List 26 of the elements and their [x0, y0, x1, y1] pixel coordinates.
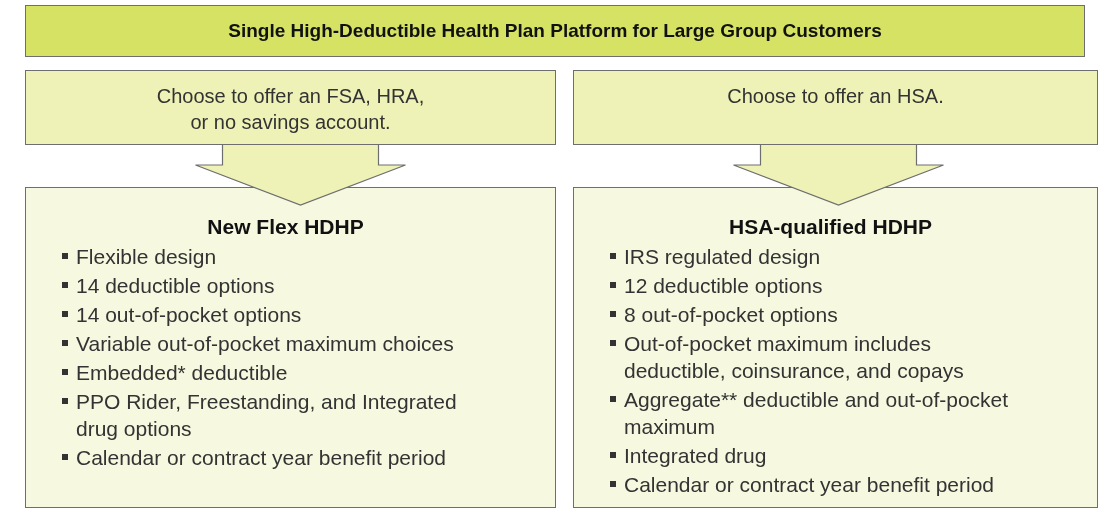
option-box: [573, 70, 1098, 145]
bullet-text: 14 out-of-pocket options: [76, 302, 302, 328]
bullet-text: Embedded* deductible: [76, 360, 288, 386]
bullet-text: 12 deductible options: [624, 273, 823, 299]
bullet-text: PPO Rider, Freestanding, and Integrated drug options: [76, 389, 458, 442]
block-arrow: [194, 144, 407, 206]
bullet-text: Flexible design: [76, 244, 217, 270]
title-text: Single High-Deductible Health Plan Platform for Large Group Customers: [228, 18, 882, 43]
block-arrow: [732, 144, 945, 206]
plan-box: [25, 187, 556, 508]
bullet-text: Out-of-pocket maximum includes deductible, coinsurance, and copays: [624, 331, 965, 384]
bullet-text: Integrated drug: [624, 443, 767, 469]
option-box: [25, 70, 556, 145]
plan-box: [573, 187, 1098, 508]
bullet-text: IRS regulated design: [624, 244, 821, 270]
bullet-text: Aggregate** deductible and out-of-pocket maximum: [624, 387, 1010, 440]
bullet-text: Variable out-of-pocket maximum choices: [76, 331, 454, 357]
bullet-text: Calendar or contract year benefit period: [624, 472, 995, 498]
plan-heading: HSA-qualified HDHP: [728, 214, 933, 240]
bullet-text: 8 out-of-pocket options: [624, 302, 838, 328]
bullet-text: 14 deductible options: [76, 273, 275, 299]
title-banner: [25, 5, 1085, 57]
option-text: Choose to offer an HSA.: [726, 84, 945, 109]
bullet-text: Calendar or contract year benefit period: [76, 445, 447, 471]
plan-heading: New Flex HDHP: [206, 214, 365, 240]
option-text: Choose to offer an FSA, HRA, or no savings account.: [155, 84, 426, 135]
